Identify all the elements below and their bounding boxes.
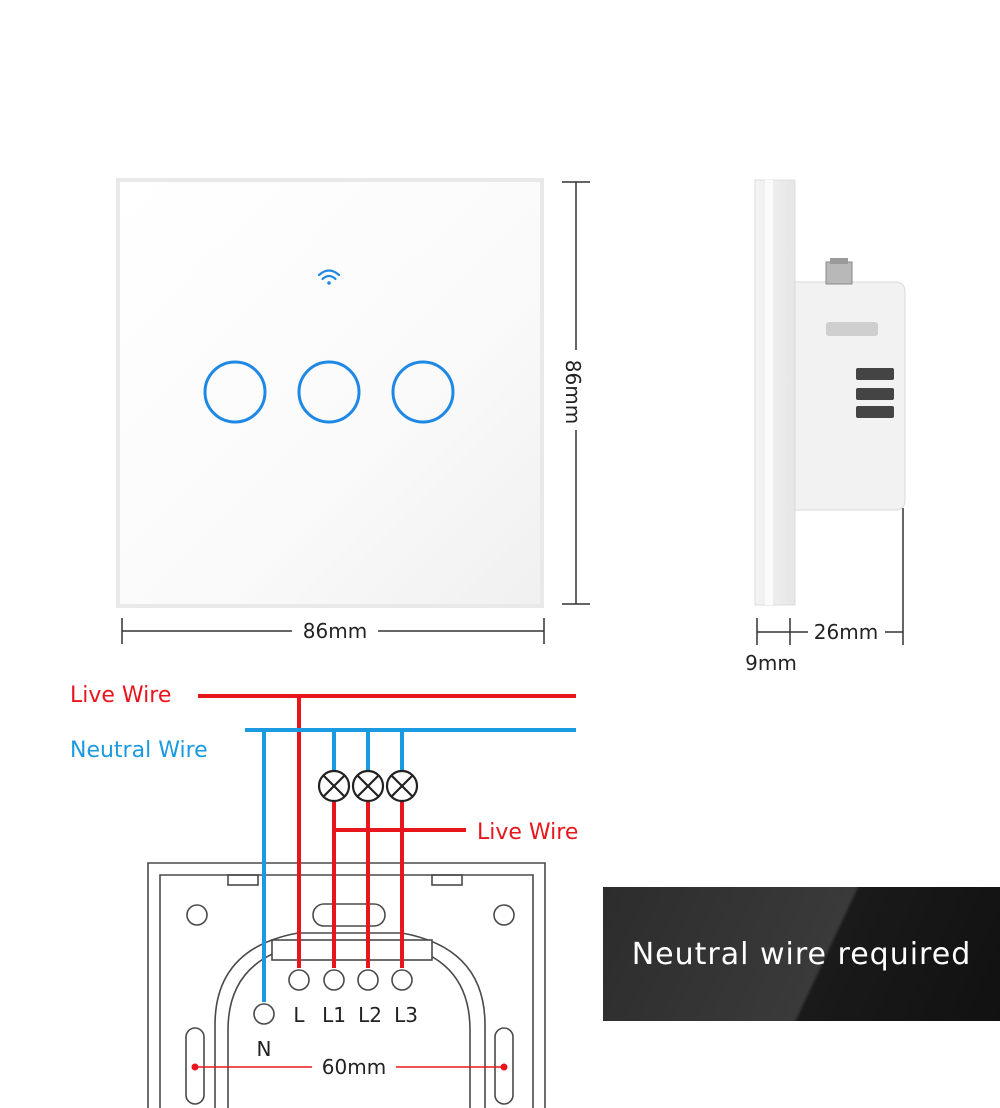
panel-depth-label: 9mm <box>745 651 797 675</box>
terminal-label-l1: L1 <box>322 1003 346 1027</box>
live-wire <box>198 694 576 968</box>
terminal-label-l: L <box>293 1003 305 1027</box>
terminal-label-n: N <box>257 1037 272 1061</box>
terminal-l2 <box>357 969 379 991</box>
screw-terminal <box>825 261 853 285</box>
depth-dimension <box>756 508 904 645</box>
height-label: 86mm <box>561 360 585 424</box>
height-dimension <box>562 181 590 605</box>
side-view <box>754 179 906 606</box>
width-dimension <box>121 618 545 644</box>
load-live-wire-label: Live Wire <box>477 820 578 845</box>
touch-button-1[interactable] <box>203 360 267 424</box>
terminal-label-l3: L3 <box>394 1003 418 1027</box>
width-label: 86mm <box>303 619 367 643</box>
touch-button-2[interactable] <box>297 360 361 424</box>
mount-spacing-label: 60mm <box>322 1055 386 1079</box>
touch-button-3[interactable] <box>391 360 455 424</box>
terminal-l3 <box>391 969 413 991</box>
banner-text: Neutral wire required <box>631 936 972 972</box>
terminal-label-l2: L2 <box>358 1003 382 1027</box>
neutral-required-banner: Neutral wire required <box>603 887 1000 1021</box>
neutral-wire-label: Neutral Wire <box>70 738 208 763</box>
lamp-icon <box>385 769 419 803</box>
terminal-block <box>253 969 413 1025</box>
terminal-l1 <box>323 969 345 991</box>
load-live-wire <box>332 802 466 968</box>
terminal-n <box>253 1003 275 1025</box>
front-panel <box>116 178 544 608</box>
depth-label: 26mm <box>814 620 878 644</box>
back-box <box>147 862 546 1108</box>
lamp-icon <box>317 769 351 803</box>
neutral-wire <box>245 728 576 1002</box>
terminal-l <box>288 969 310 991</box>
wifi-icon <box>317 269 341 285</box>
lamp-icon <box>351 769 385 803</box>
live-wire-label: Live Wire <box>70 683 171 708</box>
